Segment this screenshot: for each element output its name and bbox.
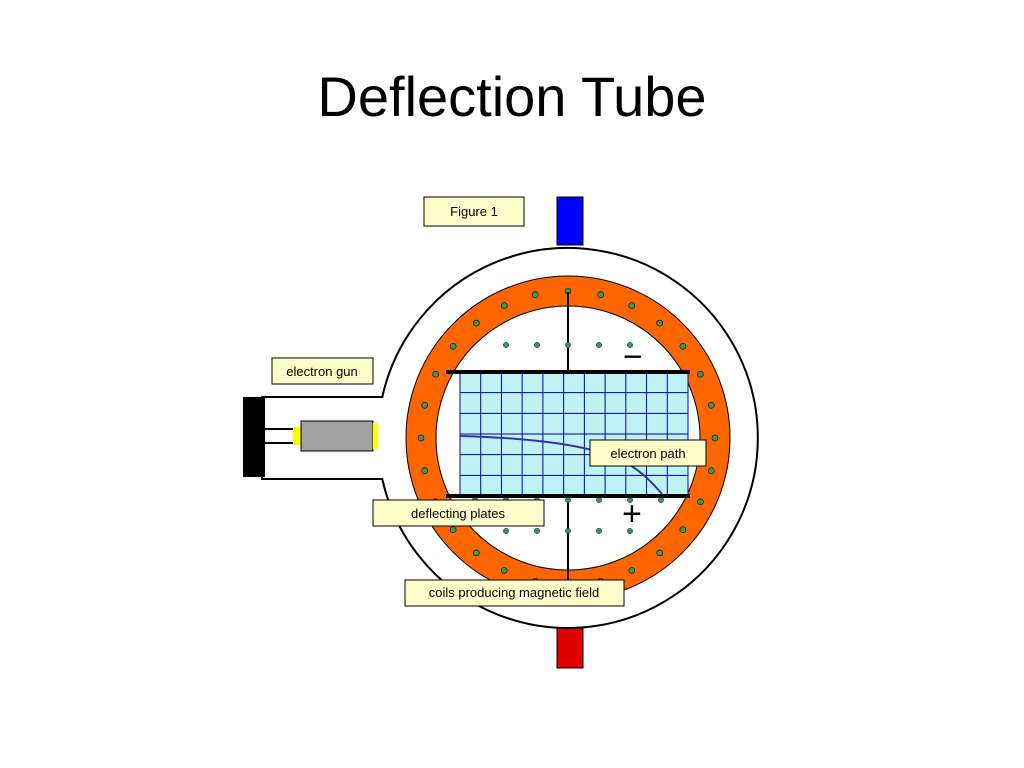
coil-dot (421, 401, 429, 409)
coil-dot (697, 370, 704, 378)
electron-gun-body (300, 420, 374, 452)
coil-dot (711, 434, 719, 442)
coil-dot (707, 467, 715, 475)
electron-gun-label: electron gun (271, 357, 374, 385)
bottom-connector (556, 623, 584, 669)
deflecting-plates-label: deflecting plates (372, 499, 545, 527)
coil-dot (449, 526, 457, 534)
coil-dot (656, 319, 664, 327)
coil-dot (628, 302, 636, 309)
field-dot (503, 528, 509, 534)
negative-plate-sign: − (623, 338, 643, 376)
coil-dots (417, 287, 719, 589)
field-dot (565, 342, 571, 348)
electron-gun-base (243, 397, 265, 477)
field-dot (596, 528, 602, 534)
svg-text:deflecting plates: deflecting plates (411, 506, 505, 521)
svg-text:electron path: electron path (610, 446, 685, 461)
positive-plate-sign: + (622, 495, 642, 533)
coil-dot (472, 549, 480, 557)
coil-dot (628, 567, 636, 574)
figure-label: Figure 1 (423, 196, 525, 227)
coil-dot (417, 434, 425, 442)
coil-dot (679, 342, 687, 350)
slide-title: Deflection Tube (317, 65, 707, 128)
coil-dot (432, 370, 439, 378)
field-dot (658, 497, 664, 503)
coil-dot (707, 401, 715, 409)
coil-dot (500, 302, 508, 309)
coil-dot (500, 567, 508, 574)
field-dot (627, 342, 633, 348)
coil-dot (472, 319, 480, 327)
field-dot (565, 497, 571, 503)
field-dot (503, 342, 509, 348)
svg-text:electron gun: electron gun (286, 364, 358, 379)
field-dot (596, 497, 602, 503)
electron-path-label: electron path (589, 439, 707, 467)
field-dot (534, 342, 540, 348)
svg-text:coils producing magnetic field: coils producing magnetic field (429, 585, 600, 600)
electron-gun-tip (373, 423, 378, 449)
electron-gun-wire-highlight (293, 427, 302, 445)
coil-dot (597, 291, 605, 299)
coil-dot (697, 498, 704, 506)
coil-dot (656, 549, 664, 557)
coil-dot (421, 467, 429, 475)
top-connector (556, 196, 584, 246)
coils-label: coils producing magnetic field (404, 579, 625, 607)
field-dot (565, 528, 571, 534)
field-dot (534, 528, 540, 534)
field-dot (627, 528, 633, 534)
field-dot (596, 342, 602, 348)
coil-dot (679, 526, 687, 534)
svg-text:Figure 1: Figure 1 (450, 204, 498, 219)
coil-dot (449, 342, 457, 350)
coil-dot (531, 291, 539, 299)
